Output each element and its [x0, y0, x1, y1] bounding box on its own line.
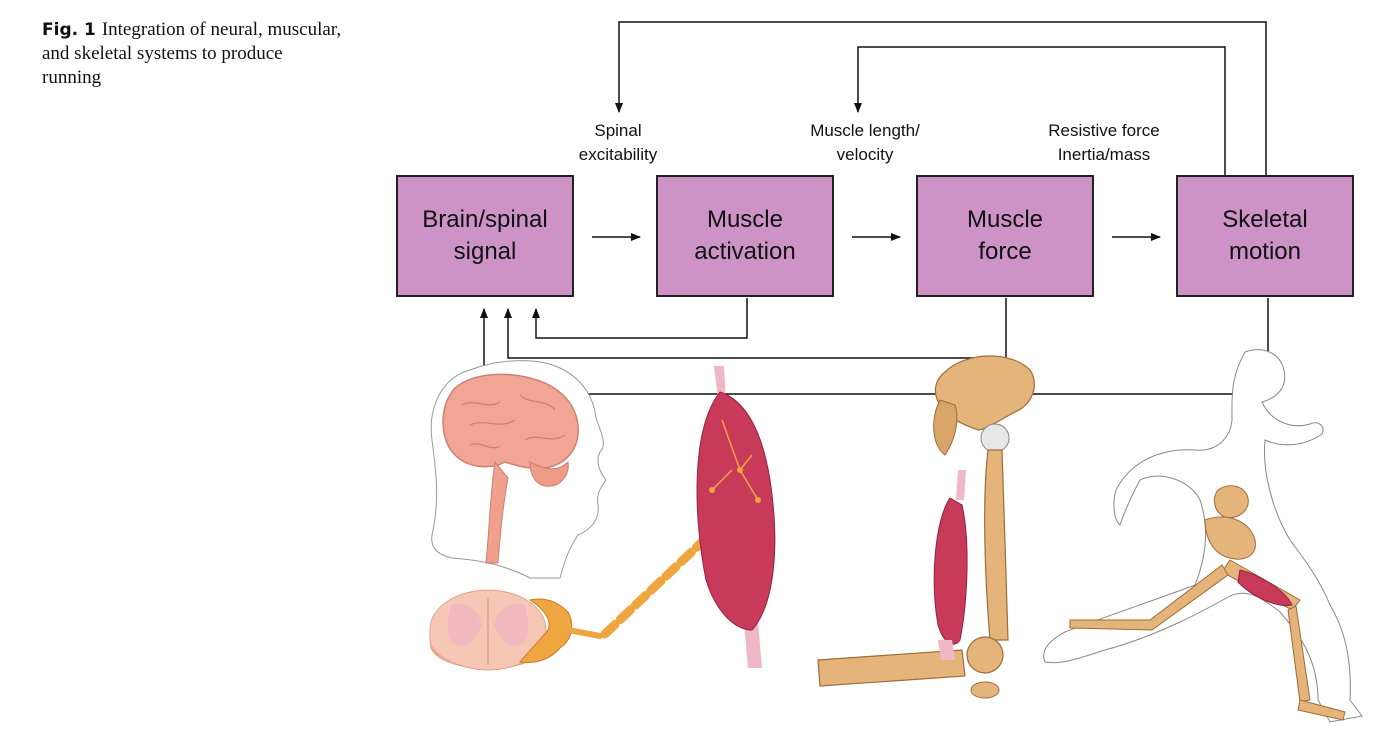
box-brain-spinal-signal-line2: signal — [453, 238, 517, 265]
feedback-force-to-brain — [504, 298, 1007, 359]
box-muscle-force-line1: Muscle — [966, 206, 1044, 233]
label-resistive-force-inertia: Resistive force Inertia/mass — [1026, 119, 1182, 167]
label-resistive-force-line: Resistive force — [1048, 121, 1160, 140]
feedback-lines — [480, 21, 1269, 395]
label-inertia-mass-line: Inertia/mass — [1057, 145, 1151, 164]
figure-caption-text: Integration of neural, muscular, and ske… — [42, 19, 342, 88]
head-brain-icon — [430, 360, 607, 579]
feedback-motion-to-brain — [480, 298, 1269, 395]
box-brain-spinal-signal: Brain/spinal signal — [396, 175, 574, 297]
box-muscle-force: Muscle force — [916, 175, 1094, 297]
figure-label: Fig. 1 — [42, 20, 96, 40]
feedback-activation-to-brain — [532, 298, 748, 339]
box-muscle-activation-line1: Muscle — [706, 206, 783, 233]
spinal-cord-icon — [429, 589, 547, 671]
box-skeletal-motion-line2: motion — [1228, 238, 1302, 265]
box-skeletal-motion-line1: Skeletal — [1222, 206, 1308, 233]
label-muscle-length-velocity-line2: velocity — [836, 145, 894, 164]
label-spinal-excitability-line1: Spinal — [594, 121, 642, 140]
label-spinal-excitability: Spinal excitability — [548, 119, 688, 167]
box-muscle-force-line2: force — [978, 238, 1032, 265]
leg-bones-icon — [817, 355, 1035, 699]
muscle-icon — [696, 366, 776, 668]
feedback-motion-to-spinal — [615, 21, 1267, 175]
box-skeletal-motion: Skeletal motion — [1176, 175, 1354, 297]
label-muscle-length-velocity: Muscle length/ velocity — [780, 119, 950, 167]
box-muscle-activation: Muscle activation — [656, 175, 834, 297]
runner-skeleton-icon — [1043, 349, 1363, 723]
label-spinal-excitability-line2: excitability — [578, 145, 658, 164]
box-brain-spinal-signal-line1: Brain/spinal — [422, 206, 548, 233]
feedback-motion-to-muscle-length — [854, 46, 1226, 175]
label-muscle-length-velocity-line1: Muscle length/ — [810, 121, 920, 140]
box-muscle-activation-line2: activation — [694, 238, 796, 265]
